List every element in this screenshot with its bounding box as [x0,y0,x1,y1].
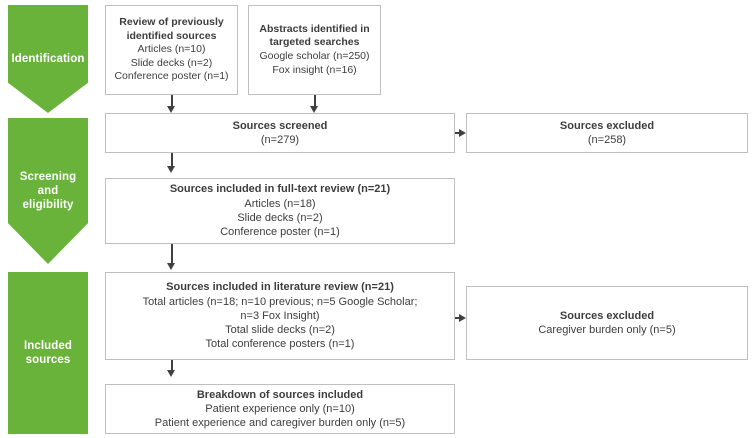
stage-label-included-sources: Included sources [8,339,88,367]
box-line: Conference poster (n=1) [114,70,229,83]
box-sources-excluded-screening: Sources excluded (n=258) [466,113,748,153]
connector-line-previously-identified-to-screened [170,95,173,107]
box-line: Total conference posters (n=1) [205,338,355,351]
box-line: Fox insight (n=16) [272,63,357,76]
box-line: Articles (n=10) [137,43,206,56]
box-sources-excluded-caregiver-burden: Sources excluded Caregiver burden only (… [466,286,748,360]
box-line: Sources screened [232,119,328,132]
connector-line-screened-to-excluded-258 [455,132,460,134]
arrowhead-literature-review-to-breakdown [167,370,175,377]
box-sources-included-in-full-text-review: Sources included in full-text review (n=… [105,178,455,244]
arrowhead-screened-to-full-text-review [167,166,175,173]
stage-label-line-1: Included [23,339,73,352]
box-breakdown-of-sources-included: Breakdown of sources included Patient ex… [105,384,455,434]
stage-label-line-3: eligibility [22,199,74,211]
stage-banner-identification: Identification [8,5,88,113]
box-line: Sources excluded [559,309,655,322]
box-line: Breakdown of sources included [196,388,364,401]
arrowhead-previously-identified-to-screened [167,106,175,113]
box-line: (n=279) [260,134,300,146]
box-line: Google scholar (n=250) [259,50,370,62]
box-line: identified sources [126,29,217,42]
connector-line-literature-review-to-breakdown [170,360,173,371]
box-sources-screened: Sources screened (n=279) [105,113,455,153]
box-line: Patient experience only (n=10) [205,402,355,415]
connector-line-abstracts-to-screened [313,95,316,107]
box-abstracts-identified-in-targeted-searches: Abstracts identified in targeted searche… [248,5,381,95]
arrowhead-screened-to-excluded-258 [459,128,466,137]
stage-banner-included-sources: Included sources [8,272,88,434]
box-line: (n=258) [587,134,627,146]
box-line: Sources excluded [559,119,655,132]
stage-label-line-2: and [37,184,59,197]
box-line: Abstracts identified in [259,22,370,35]
connector-line-screened-to-full-text-review [170,153,173,167]
box-sources-included-in-literature-review: Sources included in literature review (n… [105,272,455,360]
stage-label-line-1: Screening [19,170,77,183]
box-review-of-previously-identified-sources: Review of previously identified sources … [105,5,238,95]
box-line: Articles (n=18) [244,197,316,210]
box-line: n=3 Fox Insight) [240,309,320,322]
box-line: Total slide decks (n=2) [225,324,335,337]
box-line: Conference poster (n=1) [220,226,340,239]
box-line: Caregiver burden only (n=5) [538,324,676,336]
connector-line-full-text-to-literature-review [170,244,173,264]
arrowhead-literature-review-to-excluded-caregiver [459,313,466,322]
box-line: Review of previously [119,15,224,28]
box-line: targeted searches [269,36,360,49]
box-line: Slide decks (n=2) [237,212,323,224]
box-line: Slide decks (n=2) [130,56,213,69]
arrowhead-full-text-to-literature-review [167,263,175,270]
box-line: Sources included in full-text review (n=… [169,183,391,196]
connector-line-literature-review-to-excluded-caregiver [455,317,460,319]
box-line: Patient experience and caregiver burden … [154,417,406,430]
box-line: Sources included in literature review (n… [166,281,394,294]
arrowhead-abstracts-to-screened [310,106,318,113]
stage-label-line-2: sources [25,354,71,366]
stage-banner-screening-eligibility: Screening and eligibility [8,118,88,264]
stage-label-identification: Identification [11,52,85,65]
stage-label-screening-eligibility: Screening and eligibility [8,170,88,212]
box-line: Total articles (n=18; n=10 previous; n=5… [142,295,418,308]
